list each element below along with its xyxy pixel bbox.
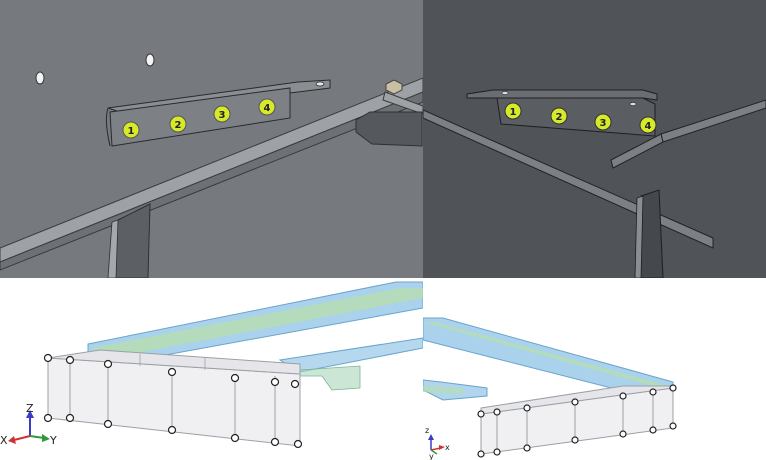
cad-view-top-right[interactable]: 1 2 3 4 xyxy=(423,0,766,278)
nut xyxy=(385,79,403,95)
weld-marker-4[interactable]: 4 xyxy=(639,116,657,134)
fe-model-view-right[interactable]: z y x xyxy=(423,278,766,460)
weld-marker-4[interactable]: 4 xyxy=(258,98,276,116)
svg-text:2: 2 xyxy=(556,112,563,123)
svg-text:4: 4 xyxy=(264,103,271,114)
x-axis-label: x xyxy=(445,443,450,452)
axis-triad: Z X Y xyxy=(0,402,57,447)
diagonal-beam[interactable] xyxy=(0,77,423,271)
diagonal-beam-right[interactable] xyxy=(610,99,766,169)
weld-marker-3[interactable]: 3 xyxy=(594,113,612,131)
y-axis-label: y xyxy=(429,452,434,460)
svg-text:1: 1 xyxy=(510,107,517,118)
z-axis-label: Z xyxy=(26,402,34,415)
y-axis-label: Y xyxy=(49,434,57,447)
leg-left-edge xyxy=(107,219,119,278)
y-axis-arrow xyxy=(430,449,438,455)
axis-triad: z y x xyxy=(425,426,450,460)
y-axis-arrow xyxy=(29,435,45,439)
weld-marker-1[interactable]: 1 xyxy=(122,121,140,139)
svg-text:3: 3 xyxy=(600,118,607,129)
leg-edge xyxy=(634,195,644,278)
weld-marker-3[interactable]: 3 xyxy=(213,105,231,123)
beam-element[interactable] xyxy=(87,281,423,391)
hole-right xyxy=(145,53,155,67)
hole-left xyxy=(35,71,45,85)
bracket-part[interactable] xyxy=(466,89,658,137)
weld-marker-2[interactable]: 2 xyxy=(550,107,568,125)
svg-text:4: 4 xyxy=(645,121,652,132)
weld-marker-1[interactable]: 1 xyxy=(504,102,522,120)
fe-nodes[interactable] xyxy=(477,384,677,458)
bracket-part[interactable] xyxy=(105,79,331,147)
svg-text:3: 3 xyxy=(219,110,226,121)
weld-marker-2[interactable]: 2 xyxy=(169,115,187,133)
x-axis-label: X xyxy=(0,434,8,447)
dark-support-block xyxy=(355,111,423,147)
x-axis-arrow xyxy=(13,435,31,441)
z-axis-label: z xyxy=(425,426,429,435)
cad-view-top-left[interactable]: 1 2 3 4 xyxy=(0,0,423,278)
svg-text:2: 2 xyxy=(175,120,182,131)
fe-nodes[interactable] xyxy=(43,353,303,449)
fe-model-view-left[interactable]: Z X Y xyxy=(0,278,423,460)
secondary-beam[interactable] xyxy=(382,91,423,115)
svg-text:1: 1 xyxy=(128,126,135,137)
